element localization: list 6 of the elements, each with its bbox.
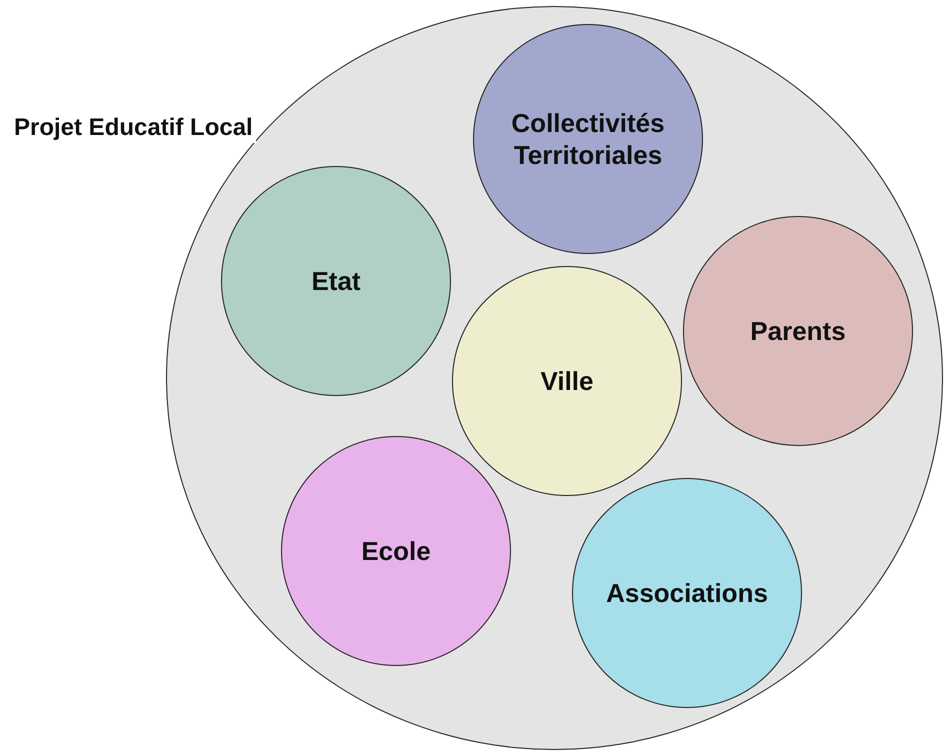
circle-label: Collectivités Territoriales xyxy=(510,106,666,172)
circle-label: Ville xyxy=(540,364,594,398)
circle-label: Parents xyxy=(750,314,846,348)
circle-label: Etat xyxy=(311,264,361,298)
circle-label: Associations xyxy=(606,576,768,610)
circle-label: Ecole xyxy=(361,534,431,568)
